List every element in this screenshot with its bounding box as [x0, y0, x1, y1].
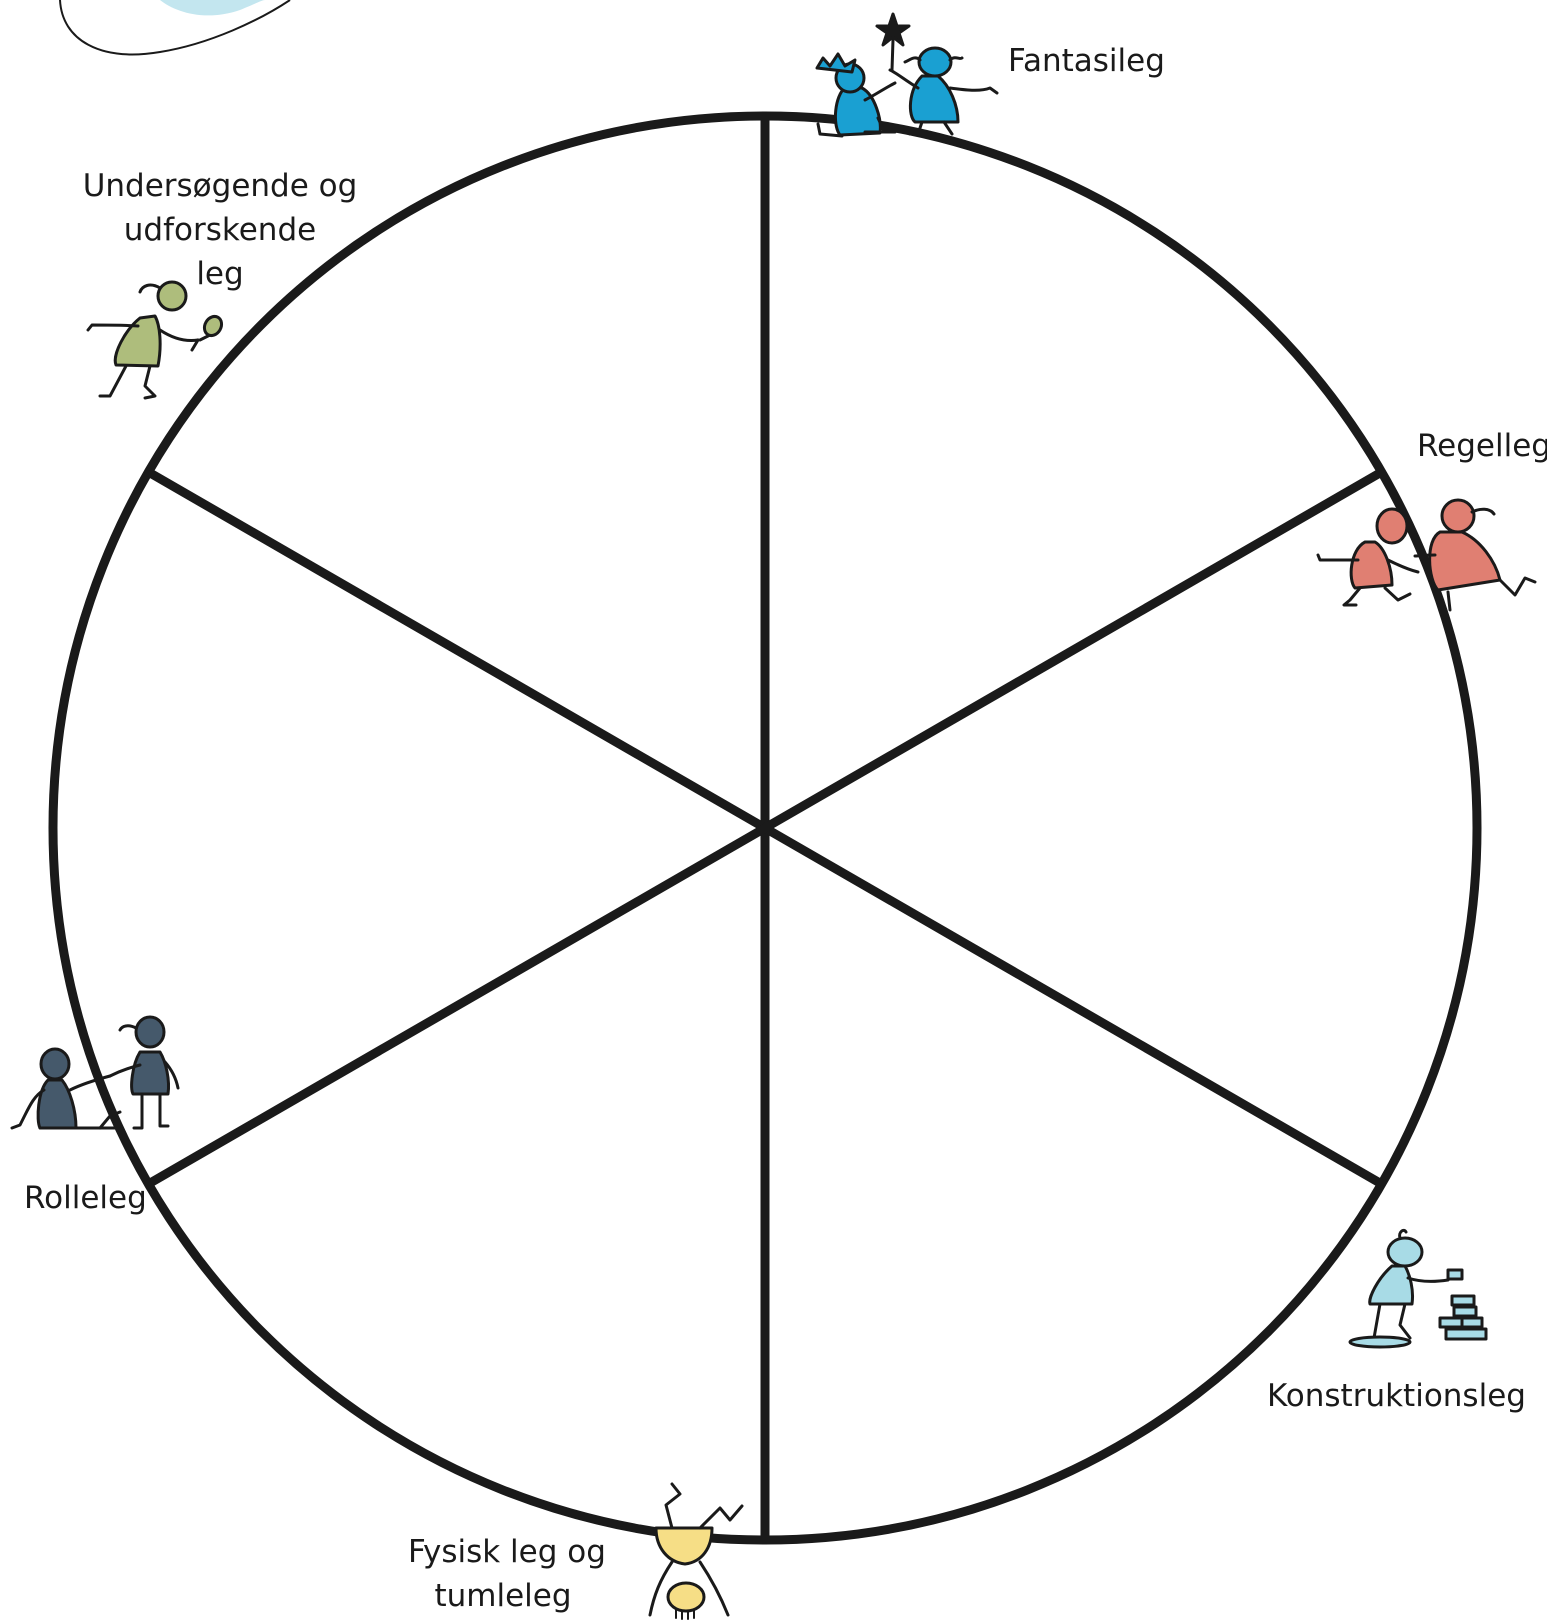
- label-regelleg: Regelleg: [1417, 424, 1547, 468]
- label-fysisk-leg-line-1: Fysisk leg og: [408, 1534, 606, 1570]
- label-rolleleg: Rolleleg: [24, 1176, 147, 1220]
- cloud-shape-icon: [59, 0, 291, 56]
- child-handstand-icon: [648, 1482, 744, 1620]
- children-role-play-icon: [10, 1015, 180, 1130]
- wheel: [48, 111, 1482, 1545]
- label-rolleleg-line-1: Rolleleg: [24, 1180, 147, 1216]
- label-konstruktionsleg: Konstruktionsleg: [1267, 1374, 1526, 1418]
- label-fantasileg: Fantasileg: [1008, 39, 1165, 83]
- label-regelleg-line-1: Regelleg: [1417, 428, 1547, 464]
- label-undersogende-leg-line-2: udforskende: [123, 212, 317, 248]
- label-fysisk-leg-line-2: tumleleg: [434, 1578, 572, 1614]
- children-crown-wand-icon: [815, 12, 999, 138]
- label-undersogende-leg: Undersøgende og udforskende leg: [82, 164, 358, 296]
- child-with-magnifier-icon: [86, 280, 224, 400]
- label-konstruktionsleg-line-1: Konstruktionsleg: [1267, 1378, 1526, 1414]
- label-undersogende-leg-line-3: leg: [196, 256, 244, 292]
- children-running-icon: [1316, 498, 1537, 612]
- divider-diagonal-2: [146, 468, 1384, 1188]
- label-fantasileg-line-1: Fantasileg: [1008, 43, 1165, 79]
- label-fysisk-leg: Fysisk leg og tumleleg: [408, 1530, 606, 1618]
- child-stacking-blocks-icon: [1348, 1228, 1488, 1349]
- label-undersogende-leg-line-1: Undersøgende og: [82, 168, 358, 204]
